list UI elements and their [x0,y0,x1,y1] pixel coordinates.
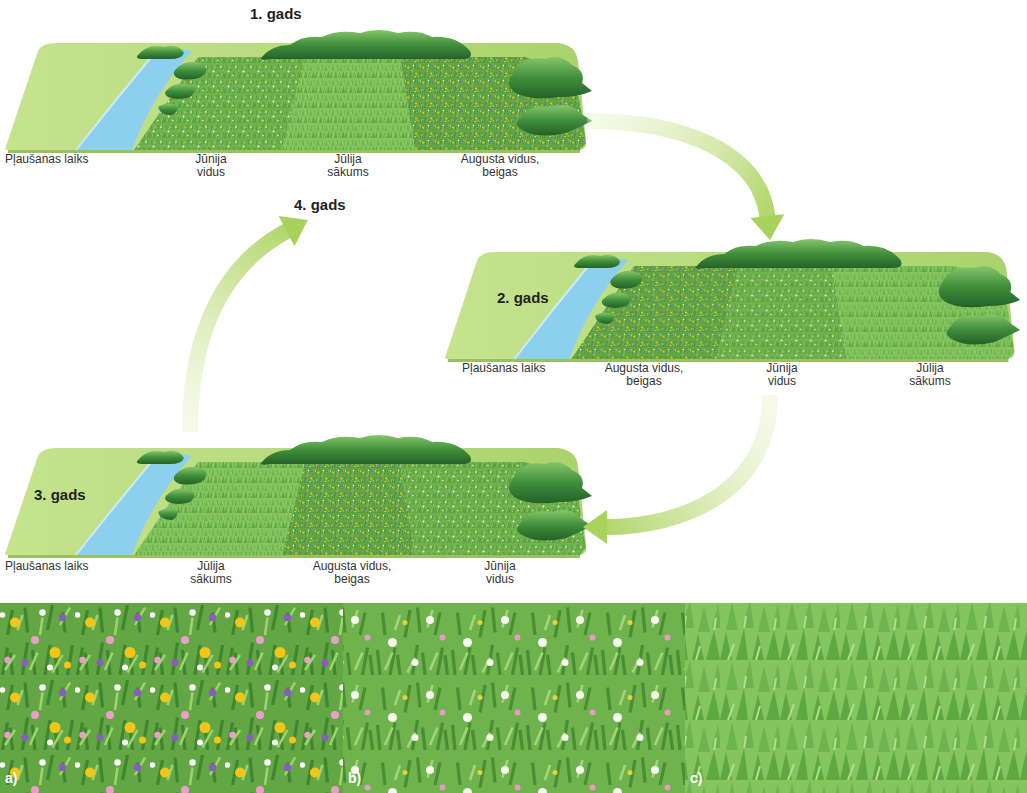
cycle-arrow [587,121,784,240]
mowing-time: Pļaušanas laiks [462,362,545,375]
year-heading: 2. gads [497,289,549,306]
arrow-shaft [190,230,288,432]
year-heading: 4. gads [294,196,348,213]
arrow-shaft [605,395,770,527]
cycle-arrow [583,395,770,544]
mowing-time: Jūnija vidus [182,153,240,179]
mowing-time: Jūlija sākums [901,362,959,388]
cycle-arrow [190,216,308,432]
mowing-time: Jūnija vidus [471,560,529,586]
mowing-time: Pļaušanas laiks [5,560,88,573]
swatch-letter: c) [690,771,702,786]
mowing-time: Jūlija sākums [182,560,240,586]
mowing-time: Jūlija sākums [319,153,377,179]
mowing-time: Augusta vidus, beigas [596,362,692,388]
mowing-time: Pļaušanas laiks [5,153,88,166]
arrow-shaft [587,121,768,218]
arrow-head [279,216,308,246]
year-heading: 1. gads [250,5,302,22]
swatch-letter: b) [348,771,361,786]
year-label: 4. gads [288,190,354,220]
mowing-time: Augusta vidus, beigas [304,560,400,586]
arrow-head [583,510,607,544]
mowing-time: Jūnija vidus [753,362,811,388]
year-heading: 3. gads [34,486,86,503]
mowing-time: Augusta vidus, beigas [452,153,548,179]
swatch-letter: a) [5,771,17,786]
arrow-head [750,214,784,240]
